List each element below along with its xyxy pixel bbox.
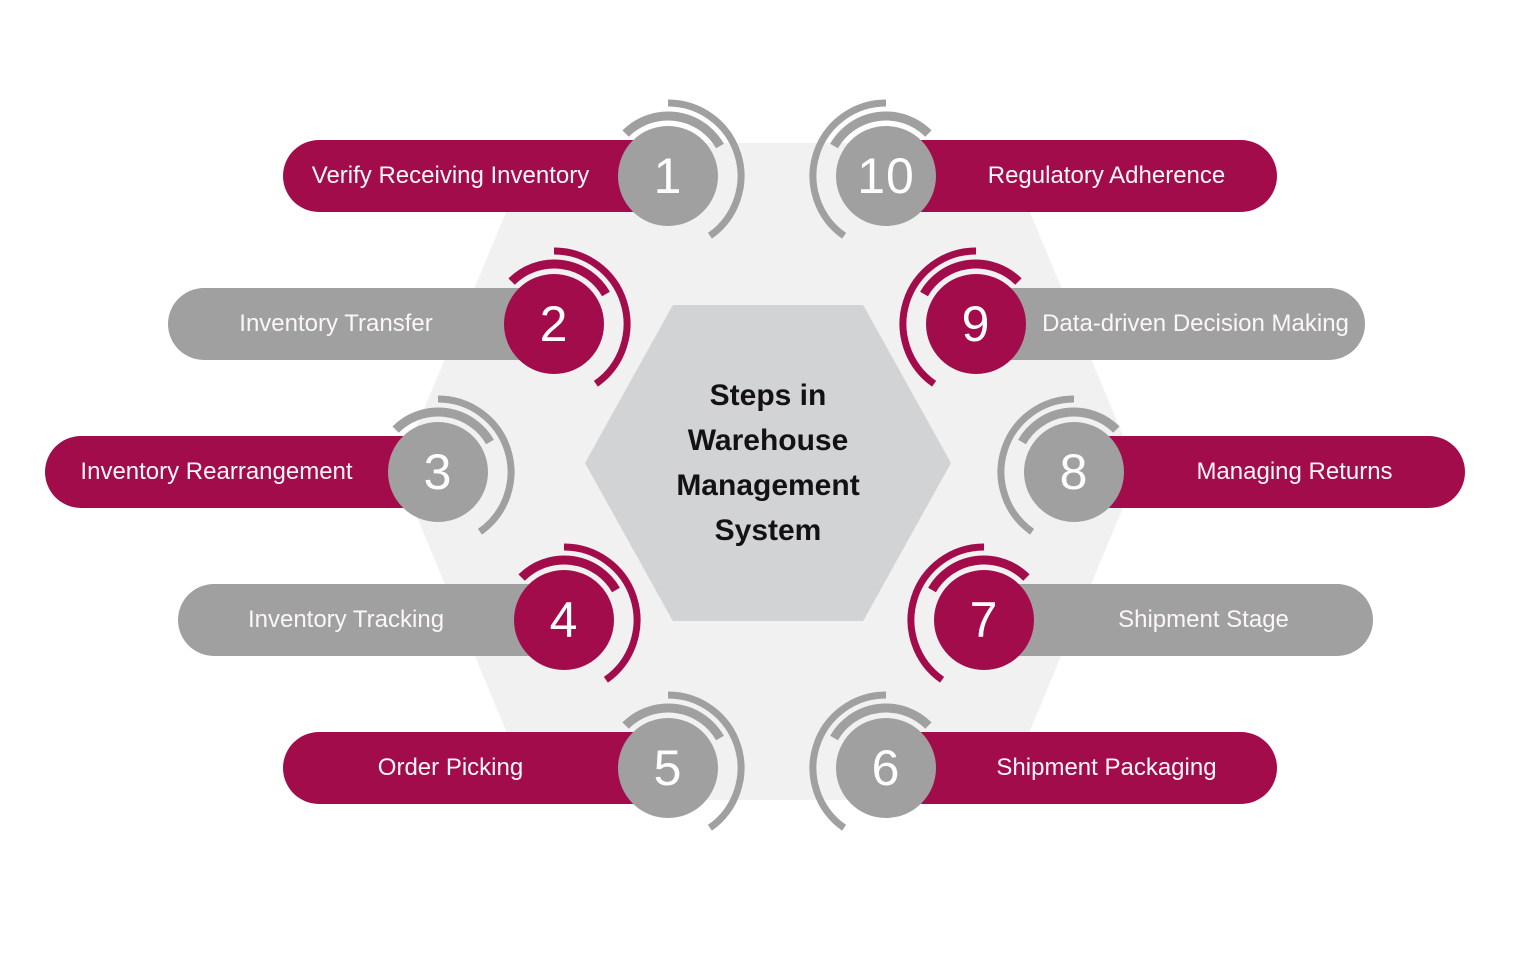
step-number: 1 [653, 148, 683, 204]
step-label: Shipment Stage [1118, 606, 1289, 633]
step-label: Regulatory Adherence [987, 162, 1226, 189]
step-label: Inventory Rearrangement [80, 458, 353, 485]
number-ring-icon [907, 543, 1034, 683]
step-badge-1: 1 [588, 96, 748, 256]
step-badge-6: 6 [806, 688, 966, 848]
step-badge-3: 3 [358, 392, 518, 552]
step-badge-2: 2 [474, 244, 634, 404]
step-label: Inventory Tracking [247, 606, 445, 633]
step-badge-4: 4 [484, 540, 644, 700]
step-number: 8 [1059, 444, 1089, 500]
title-line: Steps in [709, 379, 827, 412]
step-number: 2 [539, 296, 569, 352]
step-pill-6: Shipment Packaging [866, 732, 1277, 804]
number-ring-icon [618, 691, 745, 831]
step-badge-8: 8 [994, 392, 1154, 552]
step-badge-9: 9 [896, 244, 1056, 404]
number-ring-icon [899, 247, 1026, 387]
step-badge-5: 5 [588, 688, 748, 848]
center-hexagon: Steps in Warehouse Management System [585, 305, 951, 621]
step-label: Inventory Transfer [239, 310, 433, 337]
step-label: Verify Receiving Inventory [311, 162, 590, 189]
step-badge-10: 10 [806, 96, 966, 256]
number-ring-icon [388, 395, 515, 535]
step-number: 7 [969, 592, 999, 648]
number-ring-icon [618, 99, 745, 239]
number-ring-icon [809, 99, 936, 239]
step-number: 3 [423, 444, 453, 500]
step-number: 10 [857, 148, 915, 204]
title-line: Warehouse [687, 424, 849, 457]
step-number: 9 [961, 296, 991, 352]
number-ring-icon [514, 543, 641, 683]
step-number: 6 [871, 740, 901, 796]
number-ring-icon [997, 395, 1124, 535]
step-label: Data-driven Decision Making [1042, 310, 1349, 337]
number-ring-icon [504, 247, 631, 387]
number-ring-icon [809, 691, 936, 831]
step-label: Managing Returns [1196, 458, 1393, 485]
diagram-title: Steps in Warehouse Management System [676, 373, 859, 553]
step-number: 4 [549, 592, 579, 648]
title-line: Management [676, 469, 860, 502]
step-label: Order Picking [377, 754, 524, 781]
title-line: System [714, 514, 822, 547]
step-badge-7: 7 [904, 540, 1064, 700]
step-number: 5 [653, 740, 683, 796]
step-label: Shipment Packaging [996, 754, 1217, 781]
